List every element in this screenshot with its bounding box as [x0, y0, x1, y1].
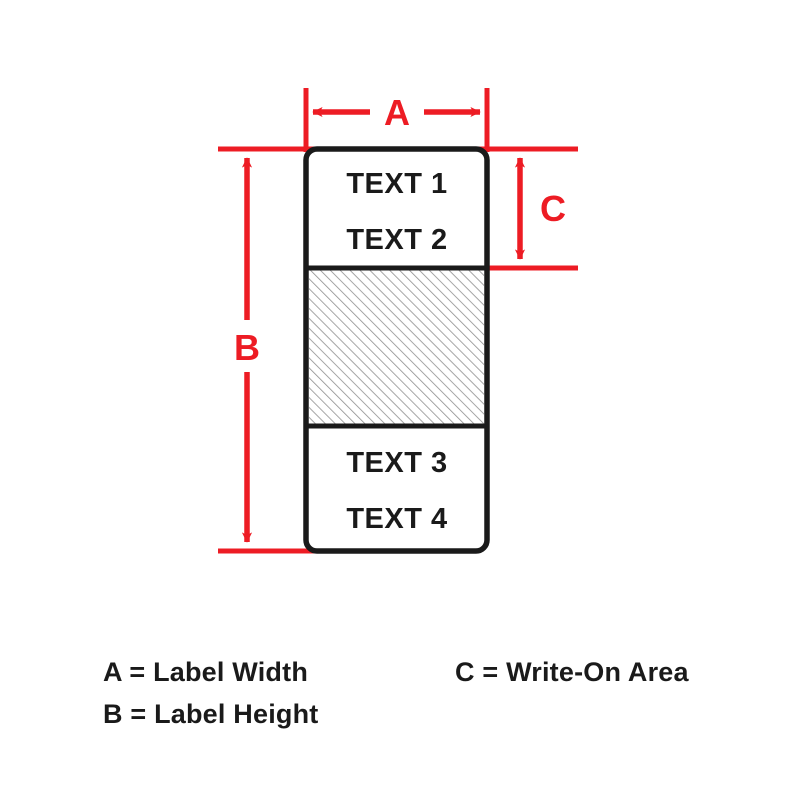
legend-item-c: C = Write-On Area: [455, 657, 689, 687]
label-text-group: TEXT 1 TEXT 2 TEXT 3 TEXT 4: [346, 168, 447, 535]
legend-group: A = Label Width B = Label Height C = Wri…: [103, 657, 689, 729]
label-line-text-3: TEXT 3: [346, 447, 447, 479]
dimension-c-letter: C: [540, 188, 566, 229]
dimension-b-letter: B: [234, 327, 260, 368]
legend-item-b: B = Label Height: [103, 699, 318, 729]
label-line-text-4: TEXT 4: [346, 503, 447, 535]
dimension-a-group: A: [312, 92, 481, 133]
dimension-b-group: B: [234, 157, 260, 543]
label-line-text-2: TEXT 2: [346, 224, 447, 256]
dimension-c-group: C: [514, 157, 566, 260]
write-on-area-fill: [309, 268, 484, 426]
label-body-group: [303, 146, 490, 554]
label-line-text-1: TEXT 1: [346, 168, 447, 200]
dimension-a-letter: A: [384, 92, 410, 133]
legend-item-a: A = Label Width: [103, 657, 308, 687]
